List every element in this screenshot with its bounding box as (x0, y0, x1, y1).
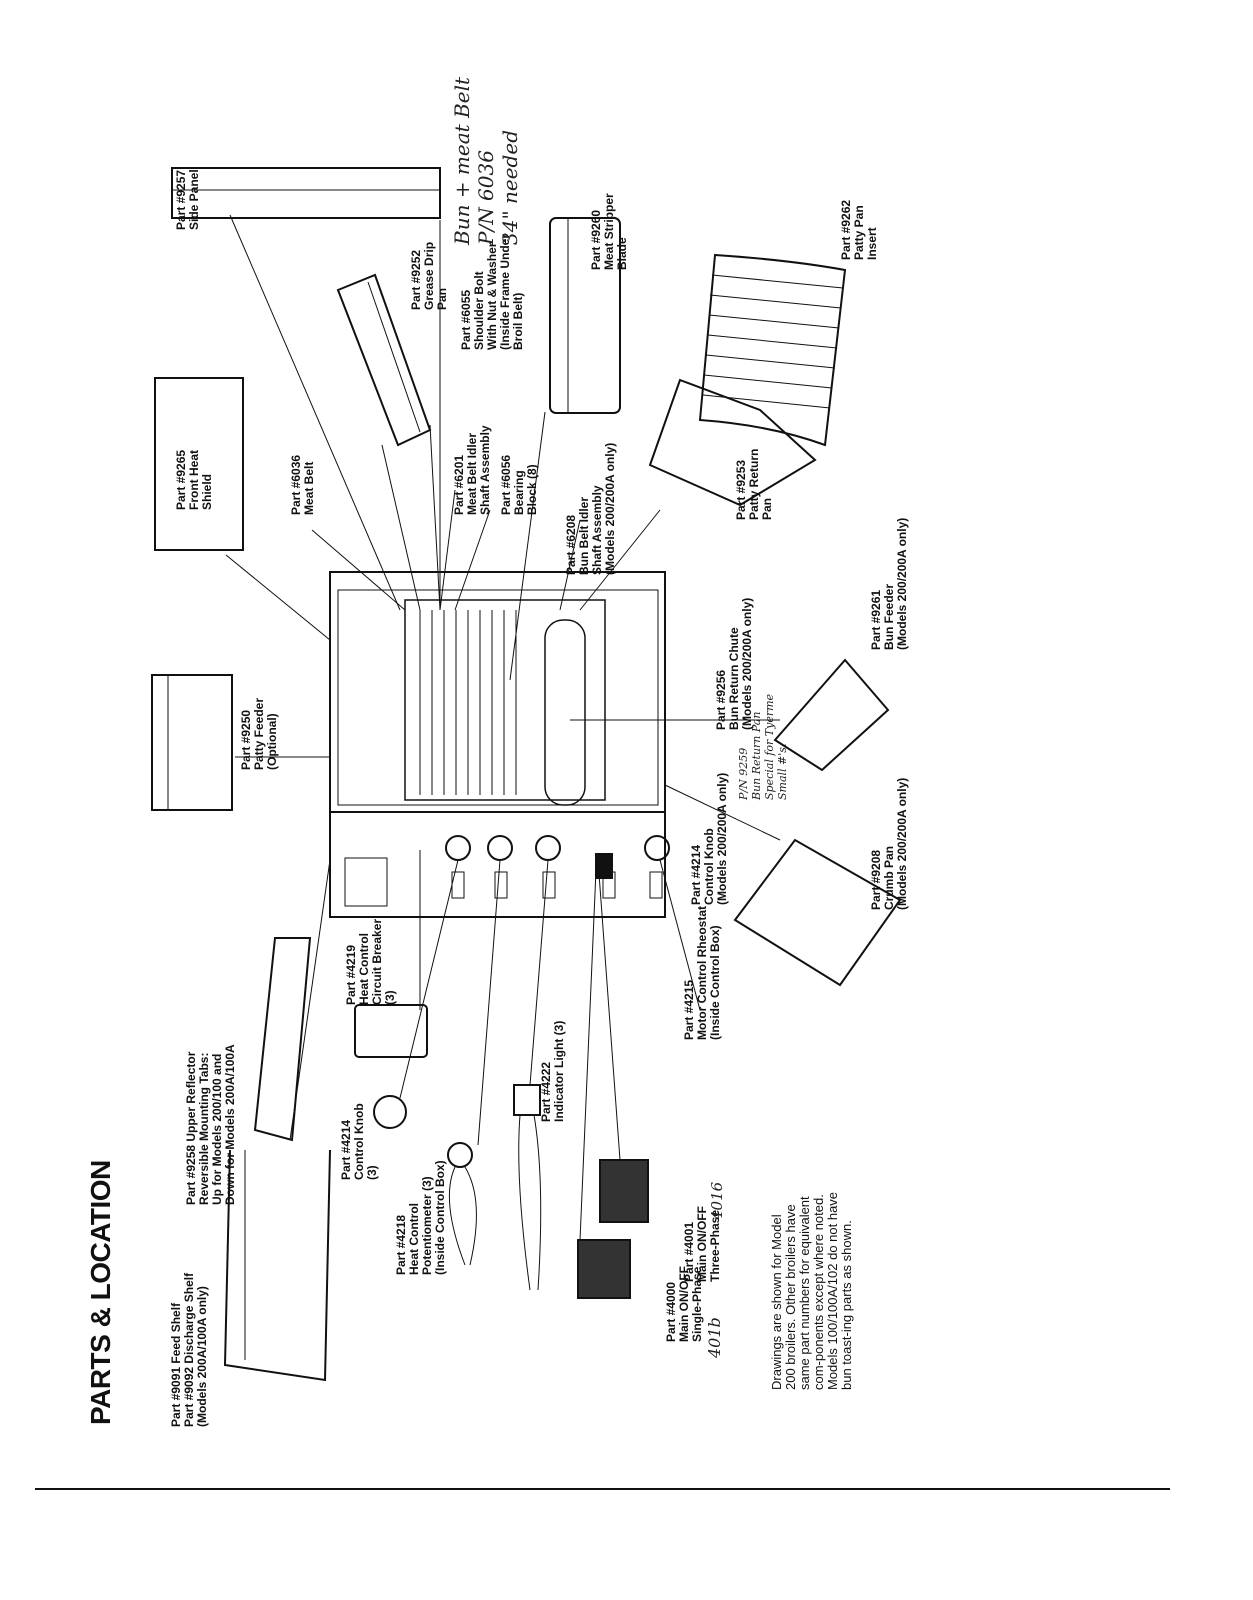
label-part-6036: Part #6036 Meat Belt (289, 454, 316, 515)
label-part-9253: Part #9253 Patty Return Pan (734, 448, 774, 520)
bun-feeder-drawing (773, 658, 890, 772)
side-panel-drawing (171, 167, 441, 219)
label-part-4219: Part #4219 Heat Control Circuit Breaker … (344, 918, 397, 1005)
patty-return-pan-drawing (648, 378, 817, 507)
front-heat-shield-drawing (154, 377, 244, 551)
footer-rule (35, 1488, 1170, 1490)
crumb-pan-drawing (733, 838, 902, 987)
label-part-9260: Part #9260 Meat Stripper Blade (589, 193, 629, 270)
three-phase-switch-drawing (599, 1159, 649, 1223)
single-phase-switch-drawing (577, 1239, 631, 1299)
handwritten-401b: 401b (705, 1317, 724, 1358)
circuit-breaker-drawing (354, 1004, 428, 1058)
label-part-9262: Part #9262 Patty Pan Insert (839, 199, 879, 260)
potentiometer-drawing (447, 1142, 473, 1168)
label-part-4215: Part #4215 Motor Control Rheostat (Insid… (682, 906, 722, 1040)
label-part-4222: Part #4222 Indicator Light (3) (539, 1020, 566, 1122)
feed-shelf-drawing (223, 1149, 331, 1382)
label-part-9257: Part #9257 Side Panel (174, 169, 201, 230)
label-part-6056: Part #6056 Bearing Block (8) (499, 454, 539, 515)
label-part-4218: Part #4218 Heat Control Potentiometer (3… (394, 1160, 447, 1275)
page-title: PARTS & LOCATION (85, 1160, 116, 1425)
label-part-4214: Part #4214 Control Knob (3) (339, 1103, 379, 1180)
label-part-9208: Part #9208 Crumb Pan (Models 200/200A on… (869, 777, 909, 910)
label-part-9265: Part #9265 Front Heat Shield (174, 449, 214, 510)
label-part-9258: Part #9258 Upper Reflector Reversible Mo… (184, 1044, 237, 1205)
handwritten-note-bun-return-pan: P/N 9259 Bun Return Pan Special for Tyer… (737, 693, 789, 800)
handwritten-4016: 4016 (708, 1181, 726, 1220)
label-part-9250: Part #9250 Patty Feeder (Optional) (239, 697, 279, 770)
label-part-4214-models: Part #4214 Control Knob (Models 200/200A… (689, 772, 729, 905)
label-part-6208: Part #6208 Bun Belt Idler Shaft Assembly… (564, 442, 617, 575)
patty-feeder-drawing (151, 674, 233, 811)
patty-pan-insert-drawing (698, 253, 847, 447)
label-part-6201: Part #6201 Meat Belt Idler Shaft Assembl… (452, 425, 492, 515)
label-part-9261: Part #9261 Bun Feeder (Models 200/200A o… (869, 517, 909, 650)
note-text: Drawings are shown for Model 200 broiler… (769, 1191, 854, 1390)
indicator-light-drawing (513, 1084, 541, 1116)
label-part-9091: Part #9091 Feed Shelf Part #9092 Dischar… (169, 1272, 209, 1427)
handwritten-note-belt: Bun + meat Belt P/N 6036 34" needed (450, 76, 522, 245)
upper-reflector-drawing (253, 937, 312, 1142)
label-part-9252: Part #9252 Grease Drip Pan (409, 241, 449, 310)
label-part-6055: Part #6055 Shoulder Bolt With Nut & Wash… (459, 233, 525, 350)
control-knob-drawing (373, 1095, 407, 1129)
meat-stripper-blade-drawing (549, 217, 621, 414)
